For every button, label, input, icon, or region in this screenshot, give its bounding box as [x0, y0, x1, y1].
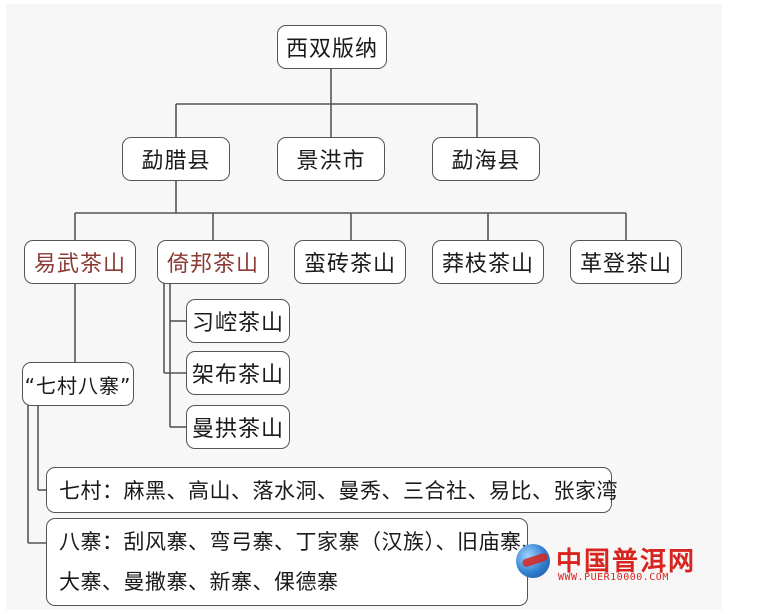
node-bazhai-villages: 八寨：刮风寨、弯弓寨、丁家寨（汉族）、旧庙寨、 大寨、曼撒寨、新寨、倮德寨	[46, 518, 543, 606]
node-yiwu-mountain: 易武茶山	[24, 240, 136, 284]
node-qicun-villages: 七村：麻黑、高山、落水洞、曼秀、三合社、易比、张家湾	[46, 467, 618, 513]
watermark-title: 中国普洱网	[556, 547, 697, 577]
node-mangong-mountain: 曼拱茶山	[186, 405, 290, 449]
node-gedeng-mountain: 革登茶山	[570, 240, 682, 284]
watermark-url: WWW.PUER10000.COM	[558, 572, 669, 583]
node-jinghong: 景洪市	[277, 137, 385, 181]
node-xishuangbanna: 西双版纳	[277, 25, 387, 69]
node-menghai: 勐海县	[432, 137, 540, 181]
node-qicun-bazhai: “七村八寨”	[22, 362, 134, 406]
bazhai-line-2: 大寨、曼撒寨、新寨、倮德寨	[59, 570, 339, 594]
node-manzhuan-mountain: 蛮砖茶山	[294, 240, 406, 284]
node-yibang-mountain: 倚邦茶山	[157, 240, 269, 284]
globe-icon	[516, 544, 550, 578]
node-xikong-mountain: 习崆茶山	[186, 299, 290, 343]
node-jiabu-mountain: 架布茶山	[186, 351, 290, 395]
bazhai-line-1: 八寨：刮风寨、弯弓寨、丁家寨（汉族）、旧庙寨、	[59, 530, 543, 554]
watermark-logo: 中国普洱网 WWW.PUER10000.COM	[516, 540, 720, 584]
node-mengla: 勐腊县	[122, 137, 230, 181]
node-mangzhi-mountain: 莽枝茶山	[432, 240, 544, 284]
